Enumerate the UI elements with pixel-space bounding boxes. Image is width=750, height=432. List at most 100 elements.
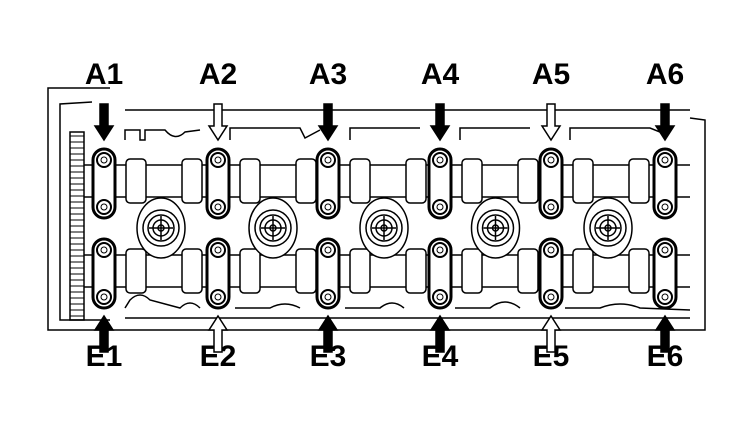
- solid-up-arrow-icon: [317, 314, 339, 353]
- cam-lobe: [461, 158, 483, 204]
- cam-lobe: [295, 248, 317, 294]
- top-cap-label: A4: [421, 58, 460, 91]
- bearing-cap-outline: [652, 237, 678, 310]
- cam-lobe: [628, 248, 650, 294]
- intake-bearing-cap: [538, 147, 564, 220]
- cap-bolt-center: [324, 156, 332, 164]
- cap-bolt-center: [436, 293, 444, 301]
- cam-lobe: [628, 158, 650, 204]
- hollow-down-arrow-icon: [207, 103, 229, 142]
- cam-lobe: [295, 158, 317, 204]
- cam-lobe: [181, 248, 203, 294]
- bearing-cap-outline: [91, 147, 117, 220]
- bearing-cap-outline: [427, 237, 453, 310]
- cap-bolt: [543, 199, 559, 215]
- cap-bolt-center: [661, 203, 669, 211]
- cap-bolt: [96, 199, 112, 215]
- intake-bearing-cap: [91, 147, 117, 220]
- cap-bolt-center: [661, 293, 669, 301]
- cap-bolt-center: [436, 246, 444, 254]
- cap-bolt-center: [436, 203, 444, 211]
- cap-bolt-center: [547, 246, 555, 254]
- cap-bolt-center: [547, 156, 555, 164]
- exhaust-bearing-cap: [427, 237, 453, 310]
- cap-bolt-center: [547, 293, 555, 301]
- solid-down-arrow-icon: [654, 103, 676, 142]
- cap-bolt-center: [214, 156, 222, 164]
- cap-bolt: [210, 199, 226, 215]
- bearing-cap-outline: [652, 147, 678, 220]
- cam-lobe: [517, 158, 539, 204]
- cap-bolt-center: [100, 156, 108, 164]
- cap-bolt-center: [100, 203, 108, 211]
- cam-lobe: [349, 158, 371, 204]
- top-cap-label: A5: [532, 58, 570, 91]
- cam-lobe: [572, 248, 594, 294]
- cam-lobe: [405, 158, 427, 204]
- cam-lobe: [517, 248, 539, 294]
- cam-lobe: [405, 248, 427, 294]
- cap-bolt: [432, 242, 448, 258]
- cam-lobe: [461, 248, 483, 294]
- cap-bolt: [320, 199, 336, 215]
- spark-plug-ring: [365, 209, 403, 247]
- cap-bolt-center: [661, 246, 669, 254]
- cap-bolt: [320, 289, 336, 305]
- cap-bolt: [96, 289, 112, 305]
- cap-bolt: [320, 152, 336, 168]
- cap-bolt: [543, 289, 559, 305]
- solid-down-arrow-icon: [93, 103, 115, 142]
- spark-plug-ring: [476, 209, 515, 247]
- cap-bolt: [432, 289, 448, 305]
- cap-bolt-center: [324, 246, 332, 254]
- cap-bolt-center: [100, 293, 108, 301]
- intake-bearing-cap: [315, 147, 341, 220]
- solid-up-arrow-icon: [429, 314, 451, 353]
- bearing-cap-outline: [205, 147, 231, 220]
- top-cap-label: A3: [309, 58, 347, 91]
- hollow-up-arrow-icon: [540, 314, 562, 353]
- hollow-up-arrow-icon: [207, 314, 229, 353]
- cap-bolt: [543, 152, 559, 168]
- cap-bolt-center: [324, 293, 332, 301]
- spark-plug-ring: [481, 214, 510, 242]
- spark-plug-ring: [259, 214, 287, 242]
- top-cap-label: A2: [199, 58, 237, 91]
- cap-bolt: [657, 242, 673, 258]
- cap-bolt-center: [214, 203, 222, 211]
- solid-up-arrow-icon: [93, 314, 115, 353]
- cap-bolt: [96, 242, 112, 258]
- cap-bolt-center: [661, 156, 669, 164]
- cap-bolt-center: [436, 156, 444, 164]
- spark-plug-ring: [142, 209, 180, 247]
- cap-bolt: [657, 199, 673, 215]
- cap-bolt: [543, 242, 559, 258]
- spark-plug-ring: [589, 209, 627, 247]
- intake-bearing-cap: [205, 147, 231, 220]
- bearing-cap-outline: [205, 237, 231, 310]
- intake-bearing-cap: [652, 147, 678, 220]
- bearing-cap-outline: [315, 147, 341, 220]
- top-cap-label: A1: [85, 58, 123, 91]
- cap-bolt: [210, 289, 226, 305]
- bearing-cap-outline: [538, 237, 564, 310]
- solid-down-arrow-icon: [317, 103, 339, 142]
- bearing-cap-outline: [538, 147, 564, 220]
- hollow-down-arrow-icon: [540, 103, 562, 142]
- camshaft-gear: [70, 135, 84, 317]
- cam-lobe: [181, 158, 203, 204]
- spark-plug-ring: [370, 214, 398, 242]
- cam-lobe: [572, 158, 594, 204]
- cap-bolt-center: [324, 203, 332, 211]
- cap-bolt-center: [100, 246, 108, 254]
- cap-bolt: [96, 152, 112, 168]
- exhaust-bearing-cap: [315, 237, 341, 310]
- bearing-cap-outline: [91, 237, 117, 310]
- cap-bolt: [657, 152, 673, 168]
- exhaust-bearing-cap: [538, 237, 564, 310]
- cap-bolt: [210, 152, 226, 168]
- cam-lobe: [349, 248, 371, 294]
- cap-bolt: [432, 152, 448, 168]
- cam-lobe: [125, 158, 147, 204]
